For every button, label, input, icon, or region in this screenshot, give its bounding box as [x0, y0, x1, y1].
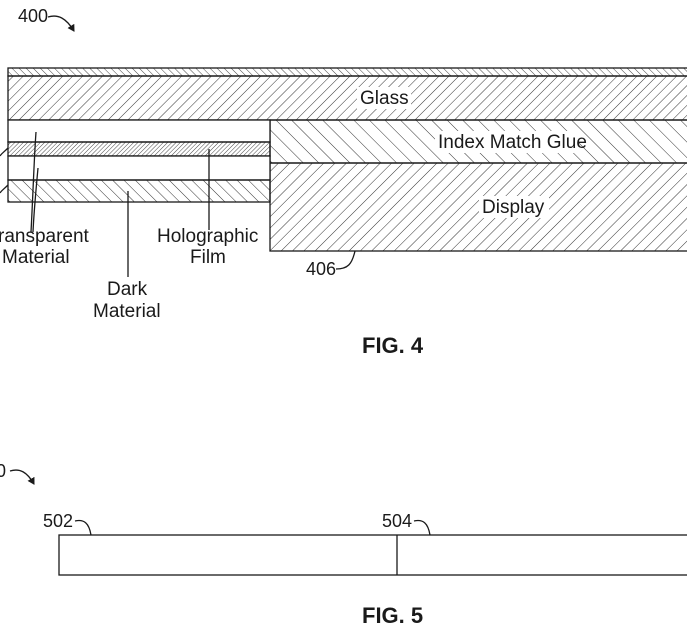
- holographic-film-label-line2: Film: [190, 247, 226, 268]
- fig5-strip: [58, 534, 687, 576]
- display-label-bg: [479, 196, 549, 218]
- display-layer: [269, 162, 687, 252]
- glass-layer: [7, 75, 687, 121]
- fig5-caption: FIG. 5: [362, 603, 423, 628]
- transparent-material-bottom: [7, 155, 271, 181]
- transparent-material-top: [7, 119, 271, 143]
- fig5-ref-504: 504: [382, 511, 412, 531]
- left-edge-leader-1: [0, 147, 9, 157]
- display-ref-leader: [335, 250, 356, 270]
- display-label: Display: [482, 197, 545, 218]
- fig4-ref-number: 400: [18, 6, 48, 26]
- left-edge-leader-2: [0, 184, 9, 194]
- fig5-ref-504-leader: [413, 519, 431, 536]
- fig5-ref-502-leader: [74, 519, 92, 536]
- fig5-ref-502: 502: [43, 511, 73, 531]
- fig5-ref-arrow: [9, 469, 35, 485]
- holographic-film-label-line1: Holographic: [157, 226, 258, 247]
- fig4-caption: FIG. 4: [362, 333, 424, 358]
- dark-material-label-line1: Dark: [107, 279, 148, 300]
- glass-label: Glass: [360, 88, 409, 109]
- fig4-ref-arrow: [47, 15, 75, 32]
- transparent-material-label-line1: ransparent: [0, 226, 90, 247]
- holographic-film-layer: [7, 141, 271, 157]
- glass-label-bg: [357, 87, 411, 109]
- transparent-material-label-line2: Material: [2, 247, 70, 268]
- fig5-ref-number: 0: [0, 461, 6, 481]
- glass-top-coating: [7, 67, 687, 77]
- dark-material-layer: [7, 179, 271, 203]
- dark-material-label-line2: Material: [93, 301, 161, 322]
- index-match-glue-label: Index Match Glue: [438, 132, 587, 153]
- transparent-material-leader-top: [30, 131, 37, 233]
- transparent-material-leader-bottom: [32, 167, 39, 233]
- display-ref-number: 406: [306, 259, 336, 279]
- glue-label-bg: [435, 131, 579, 153]
